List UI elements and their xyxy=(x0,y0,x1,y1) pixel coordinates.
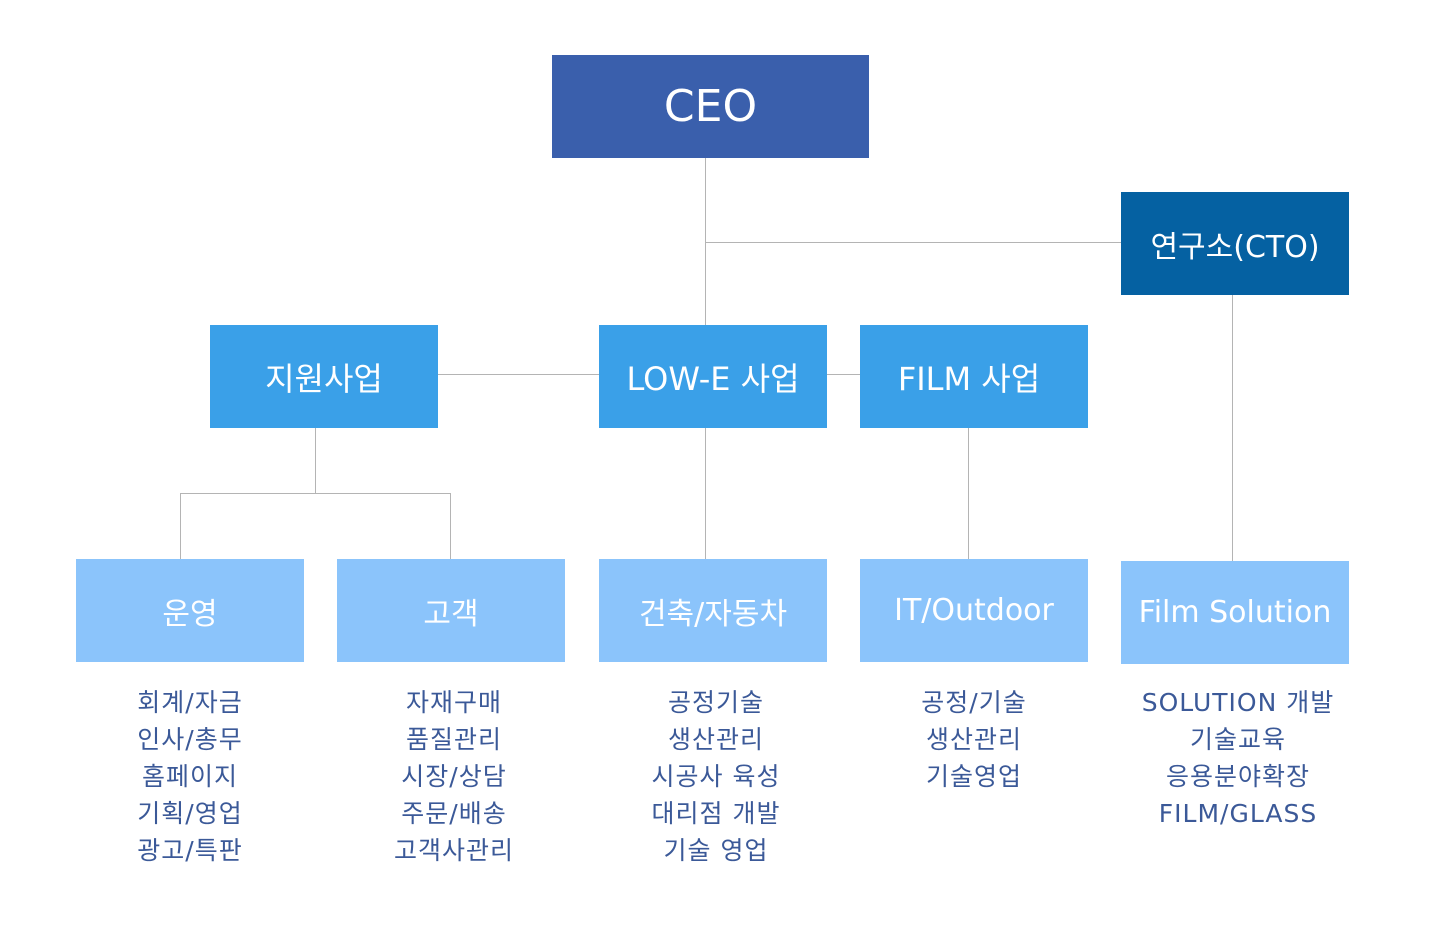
duty-item: 홈페이지 xyxy=(141,762,238,791)
duty-item: 기술교육 xyxy=(1189,725,1286,754)
duty-item: FILM/GLASS xyxy=(1158,799,1318,828)
cto-box: 연구소(CTO) xyxy=(1121,192,1349,295)
duty-item: 주문/배송 xyxy=(401,799,507,828)
ceo-box: CEO xyxy=(552,55,869,158)
team-customer-box: 고객 xyxy=(337,559,565,662)
connector-lowe-film xyxy=(827,374,860,375)
team-solution-box: Film Solution xyxy=(1121,561,1349,664)
duty-item: 광고/특판 xyxy=(137,836,243,865)
duty-item: 응용분야확장 xyxy=(1165,762,1310,791)
duty-item: 자재구매 xyxy=(405,688,502,717)
connector-ceo-lowe xyxy=(705,158,706,325)
duty-item: 생산관리 xyxy=(667,725,764,754)
team-construction-box: 건축/자동차 xyxy=(599,559,827,662)
duty-item: 대리점 개발 xyxy=(651,799,781,828)
connector-lowe-construction xyxy=(705,428,706,559)
duty-item: 고객사관리 xyxy=(393,836,514,865)
connector-branch-operations xyxy=(180,493,181,559)
duty-item: 기획/영업 xyxy=(137,799,243,828)
operations-duties-list: 회계/자금 인사/총무 홈페이지 기획/영업 광고/특판 xyxy=(70,684,310,869)
duty-item: 시공사 육성 xyxy=(651,762,781,791)
construction-duties-list: 공정기술 생산관리 시공사 육성 대리점 개발 기술 영업 xyxy=(596,684,836,869)
duty-item: 생산관리 xyxy=(925,725,1022,754)
connector-support-branch xyxy=(180,493,451,494)
connector-cto-solution xyxy=(1232,295,1233,561)
connector-branch-customer xyxy=(450,493,451,559)
duty-item: SOLUTION 개발 xyxy=(1141,688,1335,717)
duty-item: 인사/총무 xyxy=(137,725,243,754)
lowe-division-box: LOW-E 사업 xyxy=(599,325,827,428)
connector-support-down xyxy=(315,428,316,493)
connector-support-lowe xyxy=(438,374,599,375)
connector-ceo-cto xyxy=(705,242,1121,243)
duty-item: 시장/상담 xyxy=(401,762,507,791)
duty-item: 품질관리 xyxy=(405,725,502,754)
support-division-box: 지원사업 xyxy=(210,325,438,428)
duty-item: 공정/기술 xyxy=(921,688,1027,717)
film-division-box: FILM 사업 xyxy=(860,325,1088,428)
solution-duties-list: SOLUTION 개발 기술교육 응용분야확장 FILM/GLASS xyxy=(1118,684,1358,832)
duty-item: 기술 영업 xyxy=(663,836,769,865)
duty-item: 회계/자금 xyxy=(137,688,243,717)
customer-duties-list: 자재구매 품질관리 시장/상담 주문/배송 고객사관리 xyxy=(334,684,574,869)
connector-film-it xyxy=(968,428,969,559)
it-duties-list: 공정/기술 생산관리 기술영업 xyxy=(854,684,1094,795)
team-it-box: IT/Outdoor xyxy=(860,559,1088,662)
duty-item: 기술영업 xyxy=(925,762,1022,791)
team-operations-box: 운영 xyxy=(76,559,304,662)
duty-item: 공정기술 xyxy=(667,688,764,717)
